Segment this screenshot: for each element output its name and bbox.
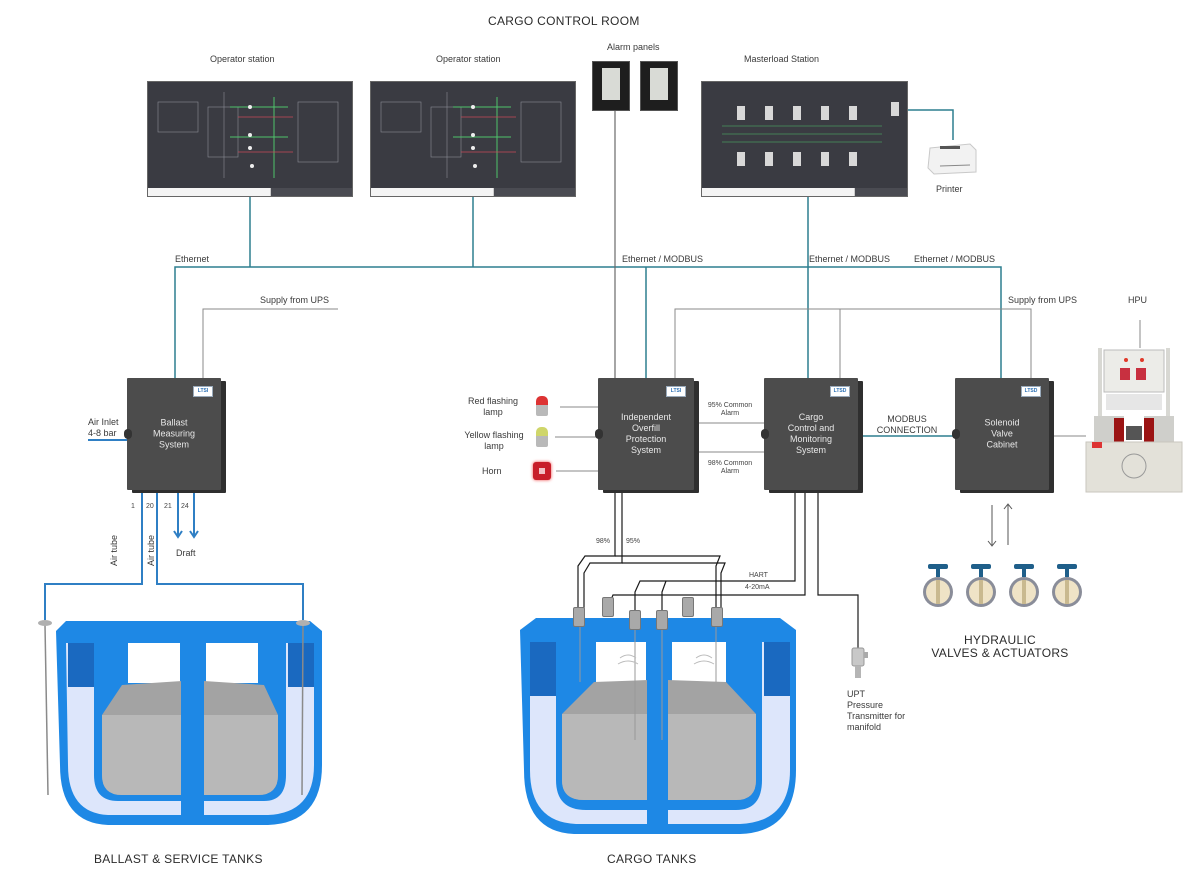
pct-95-label: 95% (626, 538, 641, 545)
ballast-service-tanks (38, 620, 322, 825)
alarm-panel-2[interactable] (640, 61, 678, 111)
modbus-connection-label: MODBUS CONNECTION (876, 414, 938, 435)
cabinet-knob (761, 429, 769, 439)
cargo-tanks-label: CARGO TANKS (607, 852, 697, 866)
ups-supply-lines (202, 308, 1141, 472)
air-tube-lines (44, 439, 304, 620)
operator-station-2-label: Operator station (436, 54, 501, 64)
cabinet-knob (595, 429, 603, 439)
cargo-control-room-title: CARGO CONTROL ROOM (488, 14, 640, 28)
ltsi-logo: LTSI (666, 386, 686, 397)
masterload-station-label: Masterload Station (744, 54, 820, 64)
operator-station-1-screen[interactable] (147, 81, 353, 197)
ballast-tanks-label: BALLAST & SERVICE TANKS (94, 852, 263, 866)
cabinet-knob (952, 429, 960, 439)
ltsd-logo: LTSD (1021, 386, 1041, 397)
supply-ups-label-left: Supply from UPS (260, 295, 330, 305)
scada-mimic (380, 92, 562, 178)
cargo-tanks (520, 618, 796, 834)
tank-layout-mimic (722, 102, 899, 166)
ethernet-modbus-label-1: Ethernet / MODBUS (622, 254, 704, 264)
port-1-label: 1 (131, 503, 135, 510)
hpu-label: HPU (1128, 295, 1148, 305)
port-24-label: 24 (181, 503, 189, 510)
alarm-panel-1[interactable] (592, 61, 630, 111)
ethernet-network-lines (174, 109, 1002, 437)
hydraulic-arrows (987, 503, 1013, 547)
ethernet-label: Ethernet (175, 254, 210, 264)
scada-mimic (157, 92, 339, 178)
butterfly-valve-icon[interactable] (963, 562, 999, 608)
butterfly-valve-icon[interactable] (920, 562, 956, 608)
butterfly-valve-icon[interactable] (1049, 562, 1085, 608)
level-sensor-icon (656, 610, 668, 630)
ltsi-logo: LTSI (193, 386, 213, 397)
air-tube-label-2: Air tube (146, 534, 156, 566)
draft-label: Draft (176, 548, 196, 558)
ethernet-modbus-label-2: Ethernet / MODBUS (809, 254, 891, 264)
port-21-label: 21 (164, 503, 172, 510)
port-20-label: 20 (146, 503, 154, 510)
level-sensor-icon (711, 607, 723, 627)
pct-98-label: 98% (596, 538, 611, 545)
ma-label: 4-20mA (745, 584, 770, 591)
operator-station-1-label: Operator station (210, 54, 275, 64)
level-sensor-icon (682, 597, 694, 617)
sensor-signal-lines (577, 490, 859, 648)
air-tube-label-1: Air tube (109, 534, 119, 566)
butterfly-valve-icon[interactable] (1006, 562, 1042, 608)
red-flashing-lamp-icon (536, 396, 548, 416)
operator-station-2-screen[interactable] (370, 81, 576, 197)
ltsd-logo: LTSD (830, 386, 850, 397)
printer-label: Printer (936, 184, 963, 194)
cabinet-knob (124, 429, 132, 439)
horn-label: Horn (482, 466, 502, 476)
level-sensor-icon (629, 610, 641, 630)
ethernet-modbus-label-3: Ethernet / MODBUS (914, 254, 996, 264)
hart-label: HART (749, 572, 768, 579)
horn-icon (533, 462, 551, 480)
hpu-unit-icon[interactable] (1084, 348, 1184, 508)
pressure-transmitter-icon[interactable] (848, 646, 870, 682)
alarm-panels-label: Alarm panels (607, 42, 660, 52)
printer-icon[interactable] (926, 138, 978, 178)
yellow-flashing-lamp-icon (536, 427, 548, 447)
masterload-station-screen[interactable] (701, 81, 908, 197)
supply-ups-label-right: Supply from UPS (1008, 295, 1078, 305)
level-sensor-icon (573, 607, 585, 627)
level-sensor-icon (602, 597, 614, 617)
